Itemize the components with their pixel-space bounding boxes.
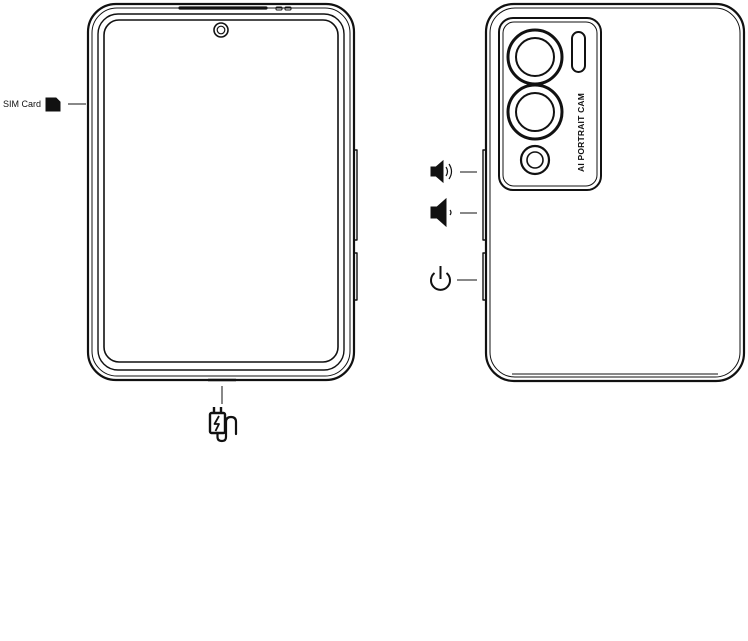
sim-card-label: SIM Card: [3, 99, 41, 109]
top-sensor-left: [275, 6, 283, 11]
sim-card-callout: SIM Card: [3, 97, 86, 112]
main-camera-lens: [515, 37, 555, 77]
power-icon: [430, 266, 451, 291]
front-outer-frame: [86, 2, 356, 382]
front-bezel: [97, 13, 345, 371]
charging-callout: [208, 386, 238, 443]
front-side-button-power: [354, 252, 358, 301]
depth-sensor-lens: [526, 151, 544, 169]
camera-module-text: AI PORTRAIT CAM: [576, 93, 586, 172]
volume-up-icon: [430, 159, 453, 184]
top-sensor-right: [284, 6, 292, 11]
sim-card-icon: [45, 97, 61, 112]
front-side-button-volume: [354, 149, 358, 241]
flash: [571, 31, 586, 73]
volume-down-icon: [430, 197, 452, 228]
depth-sensor-ring: [519, 144, 551, 176]
power-callout: [430, 266, 477, 291]
back-button-power: [482, 252, 486, 301]
usb-charging-icon: [208, 407, 238, 443]
secondary-camera-ring: [506, 83, 564, 141]
front-camera-outer: [213, 22, 229, 38]
volume-up-callout: [430, 159, 477, 184]
back-button-volume: [482, 149, 486, 241]
camera-module-outer: [498, 17, 602, 191]
display-area: [103, 19, 339, 363]
back-frame-inner: [489, 7, 741, 378]
front-camera-inner: [216, 25, 226, 35]
front-frame-inner: [91, 7, 351, 377]
phone-front: [86, 2, 358, 382]
back-outer-frame: [484, 2, 746, 383]
volume-down-callout: [430, 197, 477, 228]
camera-module-inner: [502, 21, 598, 187]
phone-back: [482, 2, 746, 383]
secondary-camera-lens: [515, 92, 555, 132]
